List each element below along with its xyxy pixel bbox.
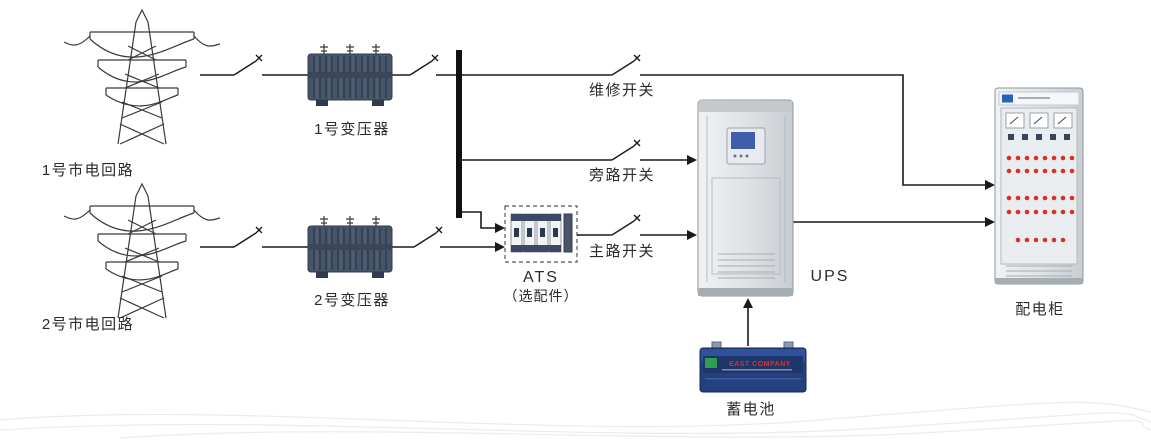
arrowhead-ups-main xyxy=(687,230,697,240)
label-ats: ATS xyxy=(523,269,559,286)
label-ats-note: （选配件） xyxy=(504,288,579,304)
feeder-1-line xyxy=(200,54,308,76)
feeder-1-switch-symbol xyxy=(233,54,263,76)
main-path-line xyxy=(577,214,697,240)
transformer-1-switch-symbol xyxy=(409,54,439,76)
busbar xyxy=(456,50,462,218)
background-waves xyxy=(0,401,1151,439)
label-main-switch: 主路开关 xyxy=(589,243,655,260)
ups-output-line xyxy=(793,217,995,227)
ats-box xyxy=(504,205,578,263)
arrowhead-ups-battery xyxy=(743,298,753,308)
transformer-2-output-line xyxy=(392,226,505,252)
utility-tower-1-icon xyxy=(63,9,221,145)
battery-icon: EAST COMPANY xyxy=(699,341,807,393)
main-switch-symbol xyxy=(611,214,641,236)
battery-line xyxy=(743,298,753,346)
feeder-2-line xyxy=(200,226,308,248)
cabinet-indicator-lights xyxy=(1006,155,1075,243)
label-transformer-2: 2号变压器 xyxy=(314,292,390,309)
label-transformer-1: 1号变压器 xyxy=(314,121,390,138)
transformer-2-switch-symbol xyxy=(413,226,443,248)
cabinet-meters xyxy=(1005,112,1073,129)
busbar-to-ats-line xyxy=(462,211,505,233)
label-bypass-switch: 旁路开关 xyxy=(589,167,655,184)
arrowhead-ats-input-2 xyxy=(495,242,505,252)
label-maintenance-switch: 维修开关 xyxy=(589,82,655,99)
utility-tower-2-icon xyxy=(63,183,221,319)
feeder-2-switch-symbol xyxy=(233,226,263,248)
arrowhead-cabinet-ups xyxy=(985,217,995,227)
ups-cabinet xyxy=(697,99,794,297)
cabinet-switch-row xyxy=(1008,134,1070,140)
maintenance-switch-symbol xyxy=(611,54,641,76)
transformer-2-icon xyxy=(307,215,393,279)
arrowhead-ups-bypass xyxy=(687,155,697,165)
label-battery: 蓄电池 xyxy=(726,401,776,418)
transformer-1-icon xyxy=(307,43,393,107)
bypass-line xyxy=(462,139,697,165)
arrowhead-cabinet-maintenance xyxy=(985,180,995,190)
label-distribution-cabinet: 配电柜 xyxy=(1015,301,1065,318)
distribution-cabinet xyxy=(994,87,1084,285)
arrowhead-ats-input-1 xyxy=(495,223,505,233)
cabinet-logo xyxy=(1002,94,1013,103)
bypass-switch-symbol xyxy=(611,139,641,161)
label-utility-circuit-1: 1号市电回路 xyxy=(42,162,134,179)
battery-brand-text: EAST COMPANY xyxy=(729,361,791,368)
label-ups: UPS xyxy=(811,268,850,285)
transformer-1-output-line xyxy=(392,54,456,76)
ups-display xyxy=(726,127,766,165)
label-utility-circuit-2: 2号市电回路 xyxy=(42,316,134,333)
maintenance-line xyxy=(462,54,995,190)
ats-breaker-modules xyxy=(510,213,573,253)
